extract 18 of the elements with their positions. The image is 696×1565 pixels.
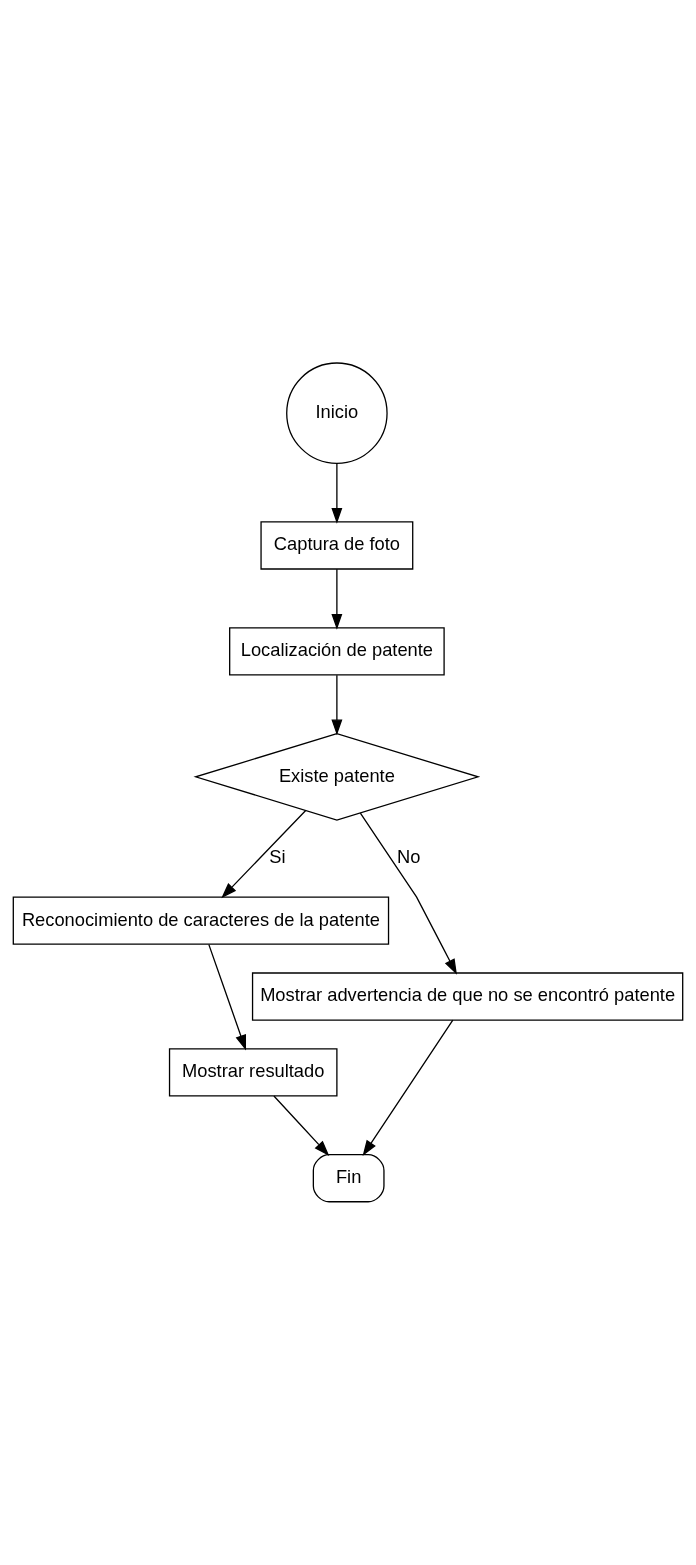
edge-label: No <box>397 846 421 868</box>
edge-label: Si <box>269 846 286 868</box>
arrow <box>331 462 343 524</box>
node-diamond: Existe patente <box>193 733 481 821</box>
node-box: Captura de foto <box>260 521 414 570</box>
node-box: Mostrar resultado <box>168 1048 338 1097</box>
arrow <box>331 674 343 736</box>
arrow <box>331 568 343 630</box>
node-circle: Inicio <box>286 362 388 464</box>
arrow <box>208 943 247 1051</box>
node-box: Mostrar advertencia de que no se encontró patente <box>251 972 684 1021</box>
arrow <box>221 809 307 899</box>
node-box: Fin <box>312 1154 385 1203</box>
node-box: Localización de patente <box>229 627 445 676</box>
arrow <box>273 1095 330 1156</box>
arrow <box>359 812 457 975</box>
node-box: Reconocimiento de caracteres de la patente <box>12 896 390 945</box>
arrow <box>362 1019 454 1156</box>
